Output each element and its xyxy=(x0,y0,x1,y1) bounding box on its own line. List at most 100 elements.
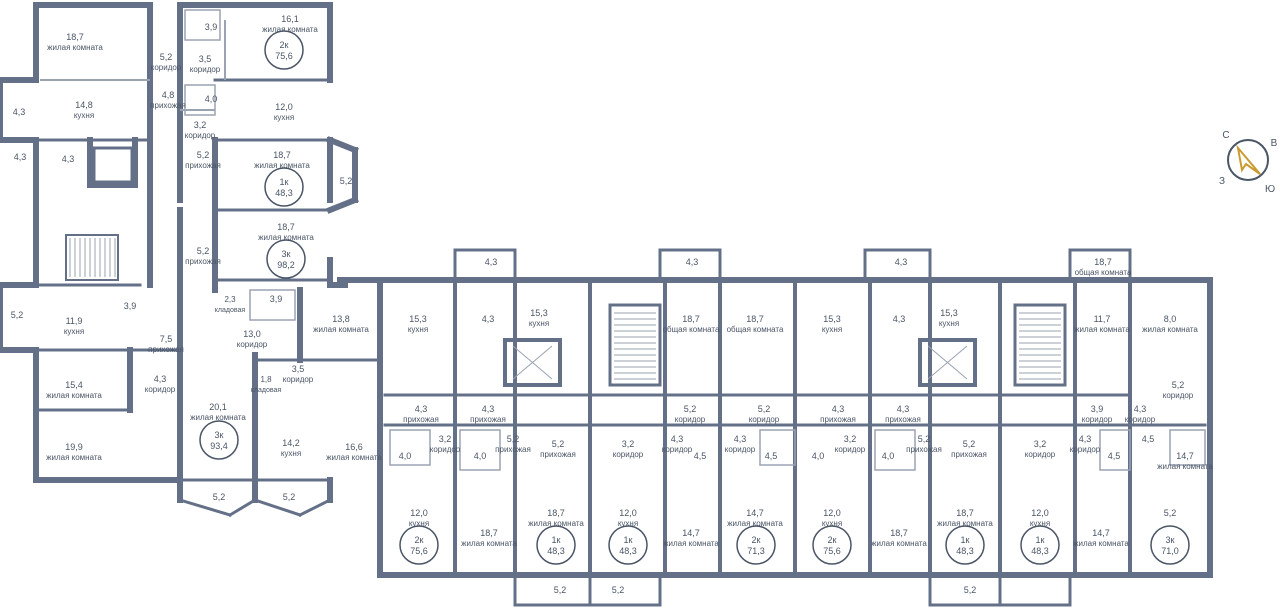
room-type: прихожая xyxy=(403,415,439,424)
room-area: 5,2 xyxy=(11,310,24,320)
apartment-area: 48,3 xyxy=(275,188,293,198)
stair-well xyxy=(1013,303,1067,387)
room-type: коридор xyxy=(1125,415,1156,424)
room-area: 5,2 xyxy=(554,585,567,595)
room-area: 5,2 xyxy=(283,492,296,502)
room-area: 15,3 xyxy=(409,314,427,324)
room-type: коридор xyxy=(283,375,314,384)
room-area: 5,2 xyxy=(160,52,173,62)
room-type: жилая комната xyxy=(461,539,517,548)
apartment-type: 2к xyxy=(415,535,424,545)
room-area: 7,5 xyxy=(160,334,173,344)
apartment-area: 71,0 xyxy=(1161,546,1179,556)
room-area: 14,7 xyxy=(1176,451,1194,461)
room-area: 5,2 xyxy=(918,434,931,444)
room-type: коридор xyxy=(662,445,693,454)
room-area: 4,5 xyxy=(694,451,707,461)
room-type: жилая комната xyxy=(313,325,369,334)
room-area: 16,6 xyxy=(345,442,363,452)
room-area: 1,8 xyxy=(260,375,272,384)
room-area: 4,3 xyxy=(897,404,910,414)
room-type: коридор xyxy=(430,445,461,454)
room-type: коридор xyxy=(190,65,221,74)
room-type: коридор xyxy=(151,63,182,72)
room-area: 5,2 xyxy=(507,434,520,444)
apartment-badge xyxy=(536,525,576,565)
room-area: 3,2 xyxy=(439,434,452,444)
room-area: 18,7 xyxy=(746,314,764,324)
room-area: 4,0 xyxy=(399,451,412,461)
apartment-type: 2к xyxy=(280,40,289,50)
room-area: 4,3 xyxy=(671,434,684,444)
wall xyxy=(253,498,302,517)
room-type: кухня xyxy=(408,325,428,334)
room-area: 4,3 xyxy=(482,404,495,414)
apartment-type: 1к xyxy=(280,177,289,187)
room-type: жилая комната xyxy=(1157,462,1213,471)
room-type: прихожая xyxy=(540,450,576,459)
elevator-shaft xyxy=(503,338,562,387)
room-area: 11,9 xyxy=(66,316,83,326)
apartment-type: 1к xyxy=(552,535,561,545)
room-type: кладовая xyxy=(215,307,246,314)
apartment-badge xyxy=(399,525,439,565)
room-area: 4,3 xyxy=(14,152,27,162)
room-area: 4,3 xyxy=(1079,434,1092,444)
room-area: 4,5 xyxy=(1108,451,1121,461)
room-type: коридор xyxy=(1082,415,1113,424)
elevator-shaft xyxy=(918,338,977,387)
room-area: 3,9 xyxy=(270,294,283,304)
room-area: 19,9 xyxy=(65,442,83,452)
apartment-badge xyxy=(266,239,306,279)
room-type: коридор xyxy=(725,445,756,454)
bathroom xyxy=(874,429,916,471)
apartment-type: 1к xyxy=(1036,535,1045,545)
room-area: 5,2 xyxy=(197,246,210,256)
room-type: жилая комната xyxy=(326,453,382,462)
room-type: прихожая xyxy=(150,101,186,110)
room-area: 3,9 xyxy=(1091,404,1104,414)
room-area: 18,7 xyxy=(1094,257,1112,267)
room-type: жилая комната xyxy=(190,413,246,422)
apartment-type: 1к xyxy=(624,535,633,545)
room-type: общая комната xyxy=(727,325,784,334)
apartment-type: 2к xyxy=(828,535,837,545)
apartment-area: 48,3 xyxy=(547,546,565,556)
stair-well xyxy=(65,234,119,281)
apartment-area: 75,6 xyxy=(275,51,293,61)
room-type: жилая комната xyxy=(46,391,102,400)
apartment-area: 75,6 xyxy=(823,546,841,556)
compass-east: В xyxy=(1271,138,1278,149)
room-area: 3,2 xyxy=(194,120,207,130)
room-type: жилая комната xyxy=(871,539,927,548)
room-area: 5,2 xyxy=(197,150,210,160)
bathroom xyxy=(184,84,216,116)
room-area: 3,9 xyxy=(205,22,218,32)
apartment-area: 48,3 xyxy=(619,546,637,556)
apartment-type: 3к xyxy=(282,249,291,259)
room-area: 15,3 xyxy=(823,314,841,324)
room-type: коридор xyxy=(835,445,866,454)
apartment-badge xyxy=(945,525,985,565)
apartment-type: 2к xyxy=(752,535,761,545)
room-area: 20,1 xyxy=(209,402,227,412)
apartment-badge xyxy=(264,167,304,207)
room-area: 12,0 xyxy=(619,508,637,518)
room-type: кухня xyxy=(822,325,842,334)
room-area: 15,3 xyxy=(940,308,958,318)
fixtures xyxy=(65,9,1206,471)
room-area: 4,3 xyxy=(482,314,495,324)
room-area: 18,7 xyxy=(890,528,908,538)
apartment-badge xyxy=(608,525,648,565)
apartment-area: 71,3 xyxy=(747,546,765,556)
room-area: 5,2 xyxy=(1164,508,1177,518)
wall xyxy=(178,498,232,517)
room-type: жилая комната xyxy=(1074,325,1130,334)
room-area: 11,7 xyxy=(1094,314,1111,324)
apartment-badge xyxy=(1150,525,1190,565)
room-area: 4,3 xyxy=(734,434,747,444)
room-type: кухня xyxy=(1030,519,1050,528)
room-area: 4,3 xyxy=(686,257,699,267)
room-type: жилая комната xyxy=(1073,539,1129,548)
